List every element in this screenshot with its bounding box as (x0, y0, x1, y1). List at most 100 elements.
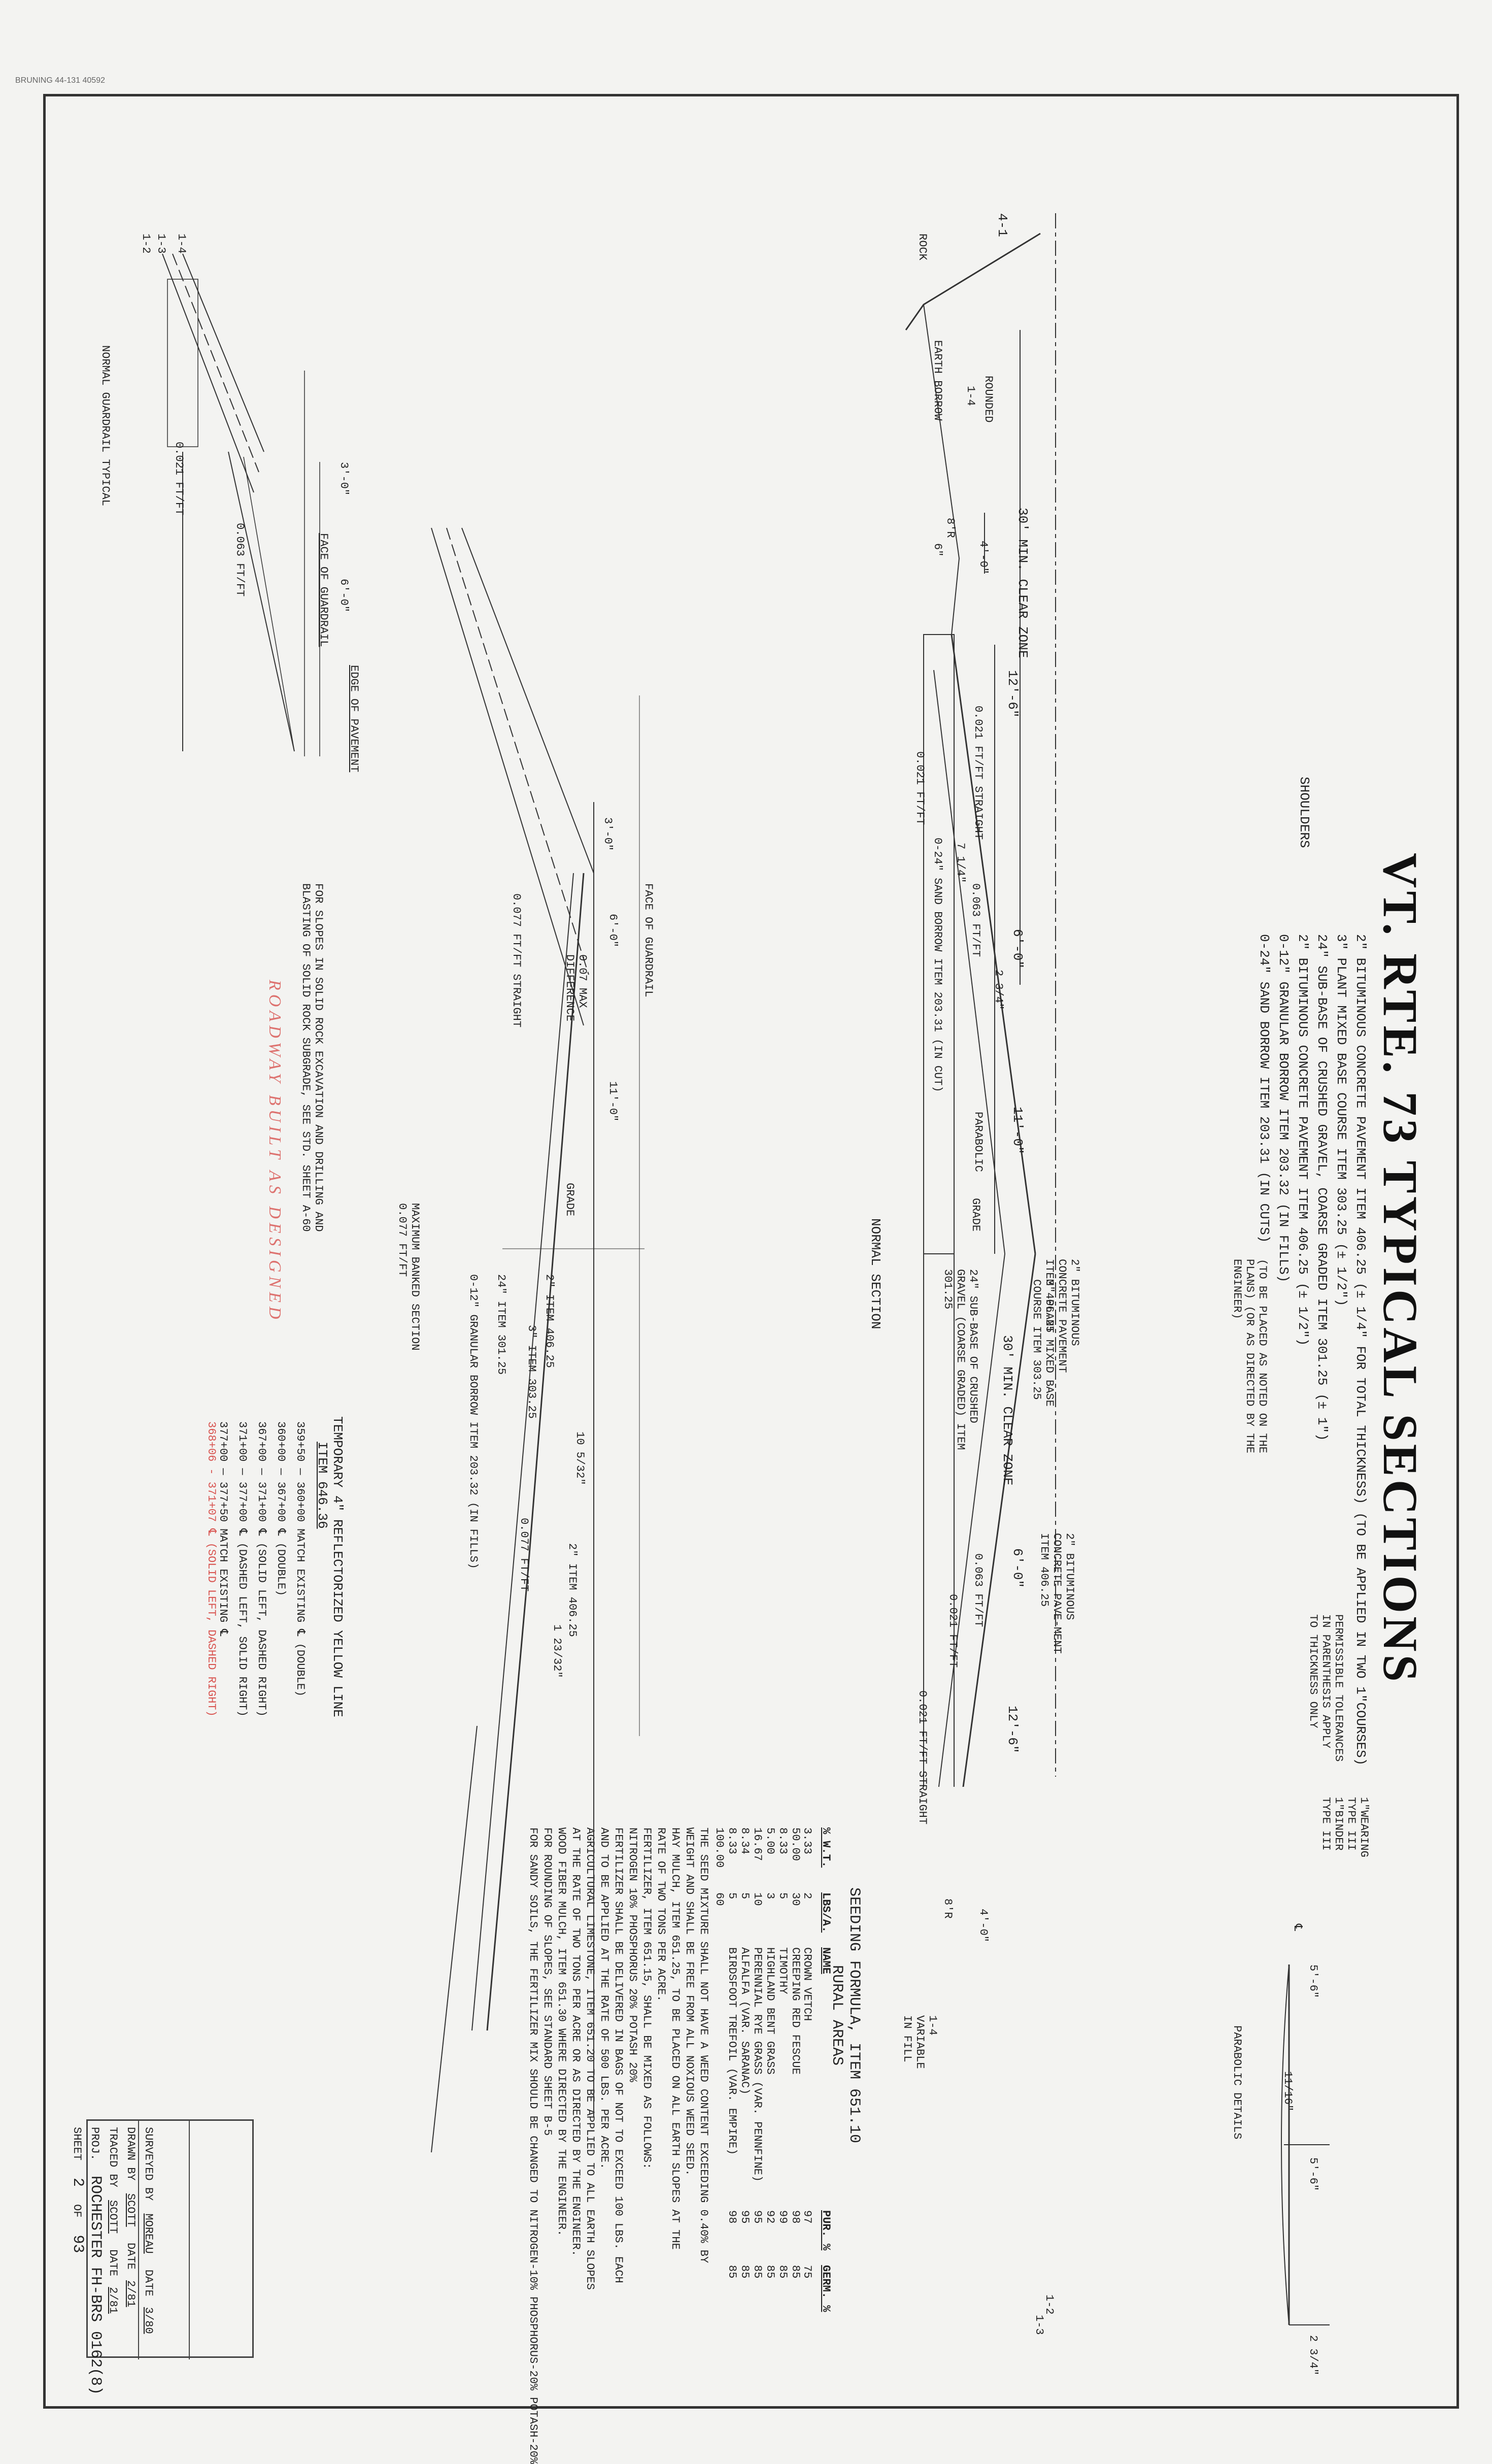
normal-label: PARABOLIC (972, 1112, 985, 1172)
cell: 3 (764, 1892, 776, 1900)
tb-sheet: SHEET 2 OF 93 (69, 2127, 86, 2253)
cell: 8.34 (738, 1827, 751, 1854)
normal-label: 30' MIN. CLEAR ZONE (1000, 1335, 1015, 1486)
guardrail-drawing (162, 253, 320, 756)
cell: 85 (726, 2265, 738, 2279)
normal-label: 6" (931, 543, 944, 557)
banked-label: 0.077 FT/FT STRAIGHT (510, 893, 523, 1028)
placed-note: (TO BE PLACED AS NOTED ON THE PLANS) (OR… (1231, 1259, 1269, 1453)
cell: 50.00 (789, 1827, 802, 1861)
tb-row: DRAWN BY SCOTT DATE 2/81 (124, 2127, 137, 2307)
banked-label: 0.07 MAX DIFFERENCE (563, 954, 589, 1022)
normal-label: 0.021 FT/FT STRAIGHT (972, 706, 985, 840)
cell: 85 (789, 2265, 802, 2279)
parabolic-label: 5'-6" (1307, 1964, 1319, 1999)
tb-value: SCOTT (107, 2200, 119, 2234)
guardrail-label: 3'-0" (337, 462, 350, 496)
tb-value: 2/81 (107, 2287, 119, 2314)
cell: 30 (789, 1892, 802, 1906)
cell: 99 (776, 2210, 789, 2224)
parabolic-label: 11/16" (1281, 2071, 1294, 2112)
tb-label: DATE (142, 2269, 155, 2296)
tb-value: 2 (69, 2178, 86, 2187)
normal-label: EARTH BORROW (931, 340, 944, 421)
shoulders-label: SHOULDERS (1297, 777, 1312, 848)
cell: 5.00 (764, 1827, 776, 1854)
normal-label: 2" BITUMINOUS CONCRETE PAVE-MENT ITEM 40… (1038, 1533, 1076, 1654)
wearing-note: 1"WEARING TYPE III 1"BINDER TYPE III (1319, 1797, 1370, 1857)
normal-label: 4'-0" (977, 541, 990, 575)
tb-label: DATE (107, 2249, 119, 2277)
cell: 100.00 (713, 1827, 726, 1868)
normal-label: 0-24" SAND BORROW ITEM 203.31 (IN CUT) (931, 838, 944, 1092)
seeding-total: 100.00 60 (713, 1827, 726, 1938)
seeding-note: RATE OF TWO TONS PER ACRE. (655, 1827, 667, 2002)
seeding-table: % W.T. LBS/A. NAME PUR. % GERM. % (820, 1827, 832, 2312)
normal-label: ROUNDED (982, 376, 995, 423)
seeding-col: LBS/A. (820, 1892, 832, 1933)
normal-label: 0.063 FT/FT (969, 883, 982, 957)
cell: 5 (726, 1892, 738, 1900)
yellow-line-row: 359+50 — 360+00 MATCH EXISTING ℄ (DOUBLE… (294, 1421, 307, 1697)
seeding-note: HAY MULCH, ITEM 651.25, TO BE PLACED ON … (669, 1827, 682, 2250)
tb-value: SCOTT (124, 2193, 137, 2227)
normal-label: 30' MIN. CLEAR ZONE (1015, 508, 1030, 658)
cell: 85 (751, 2265, 764, 2279)
normal-label: 6'-0" (1010, 929, 1025, 969)
guardrail-label: 0.021 FT/FT (173, 442, 185, 516)
guardrail-label: FACE OF GUARDRAIL (317, 533, 330, 647)
normal-section-drawing (905, 213, 1056, 1787)
banked-label: 11'-0" (606, 1081, 619, 1122)
tb-value: 3/80 (142, 2307, 155, 2334)
normal-label: 8'R (944, 518, 957, 538)
yellow-line-item: ITEM 646.36 (315, 1442, 330, 1529)
yellow-line-heading: TEMPORARY 4" REFLECTORIZED YELLOW LINE (330, 1416, 345, 1717)
sheet-code: BRUNING 44-131 40592 (15, 76, 105, 85)
guardrail-label: 0.063 FT/FT (233, 523, 246, 597)
normal-label: 24" SUB-BASE OF CRUSHED GRAVEL (COARSE G… (941, 1269, 979, 1450)
seeding-col: NAME (820, 1947, 832, 1974)
drawing-title: VT. RTE. 73 TYPICAL SECTIONS (1373, 853, 1428, 1685)
cell: 92 (764, 2210, 776, 2224)
normal-label: 1-3 (1033, 2315, 1045, 2335)
tb-proj: PROJ. ROCHESTER FH-BRS 0162(8) (87, 2127, 104, 2395)
banked-label: 3'-0" (601, 817, 614, 851)
tb-label: TRACED BY (107, 2127, 119, 2187)
cell: HIGHLAND BENT GRASS (764, 1947, 776, 2075)
cell: BIRDSFOOT TREFOIL (VAR. EMPIRE) (726, 1947, 738, 2155)
seeding-col: GERM. % (820, 2265, 832, 2312)
banked-label: 10 5/32" (573, 1431, 586, 1485)
banked-section-title: MAXIMUM BANKED SECTION 0.077 FT/FT (396, 1203, 421, 1351)
cell: 85 (738, 2265, 751, 2279)
normal-label: 1-2 (1043, 2294, 1056, 2315)
seeding-col: % W.T. (820, 1827, 832, 1868)
cell: 60 (713, 1892, 726, 1906)
parabolic-label: 5'-6" (1307, 2157, 1319, 2191)
tb-value: MOREAU (142, 2213, 155, 2254)
cell: 98 (789, 2210, 802, 2224)
pavement-note: 0-12" GRANULAR BORROW ITEM 203.32 (IN FI… (1276, 934, 1291, 1283)
normal-label: 4-1 (995, 213, 1010, 237)
guardrail-title: NORMAL GUARDRAIL TYPICAL (99, 345, 112, 506)
seeding-title: SEEDING FORMULA, ITEM 651.10 RURAL AREAS (828, 1887, 863, 2144)
banked-label: GRADE (563, 1183, 576, 1217)
cell: 95 (751, 2210, 764, 2224)
normal-label: 0.063 FT/FT (972, 1553, 985, 1627)
parabolic-title: PARABOLIC DETAILS (1231, 2025, 1243, 2140)
banked-label: 6'-0" (606, 914, 619, 948)
yellow-line-rows: 359+50 — 360+00 MATCH EXISTING ℄ (DOUBLE… (213, 1421, 310, 1717)
normal-label: 12'-6" (1005, 670, 1020, 718)
seeding-note: WEIGHT AND SHALL BE FREE FROM ALL NOXIOU… (683, 1827, 696, 2176)
tb-value: ROCHESTER FH-BRS 0162(8) (87, 2176, 104, 2395)
seeding-col: PUR. % (820, 2210, 832, 2251)
rock-note: FOR SLOPES IN SOLID ROCK EXCAVATION AND … (299, 883, 325, 1232)
